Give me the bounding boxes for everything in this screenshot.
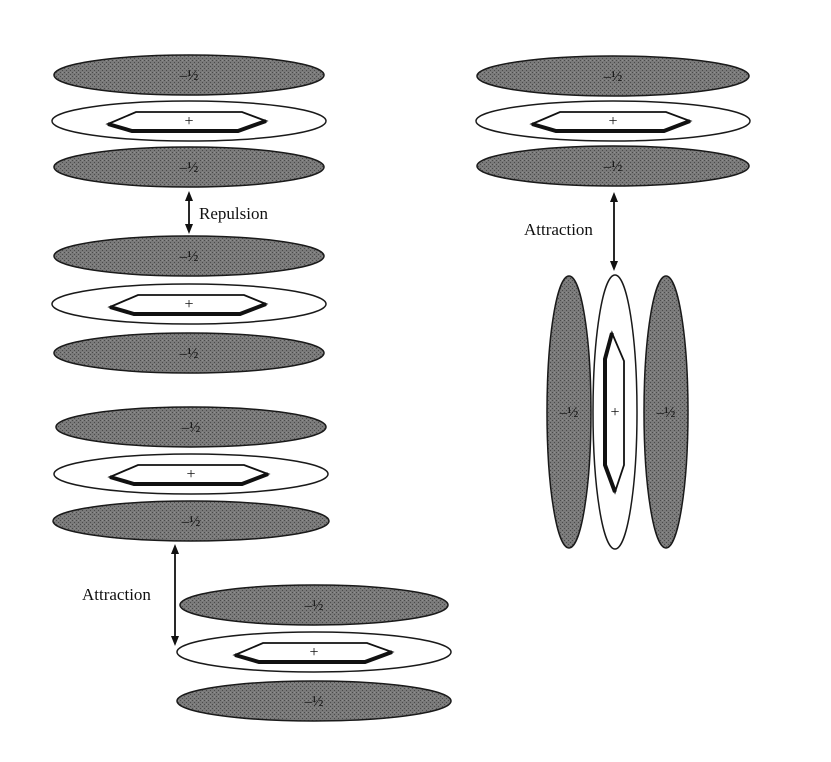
- pi-lobe-right: [643, 275, 689, 549]
- ring-edge-shadow: [234, 650, 393, 664]
- pi-lobe-left: [546, 275, 592, 549]
- ring-edge-shadow: [109, 472, 269, 486]
- pi-lobe-lower: [476, 145, 750, 187]
- pi-lobe-upper: [53, 54, 325, 96]
- repulsion-arrow-group: Repulsion: [185, 191, 268, 234]
- stack-t-top: –½ + –½: [475, 55, 751, 187]
- lobe-charge-label: –½: [179, 68, 199, 84]
- lobe-charge-label: –½: [656, 405, 676, 421]
- stack-offset-bottom: –½ + –½: [176, 584, 452, 722]
- lobe-charge-label: –½: [179, 249, 199, 265]
- stack-t-vertical: –½ + –½: [546, 274, 689, 550]
- lobe-charge-label: –½: [304, 598, 324, 614]
- ring-edge-shadow: [107, 119, 267, 133]
- ring-edge-shadow: [109, 302, 267, 316]
- lobe-charge-label: –½: [304, 694, 324, 710]
- pi-lobe-upper: [179, 584, 449, 626]
- pi-lobe-lower: [176, 680, 452, 722]
- pi-lobe-lower: [53, 332, 325, 374]
- pi-lobe-upper: [53, 235, 325, 277]
- lobe-charge-label: –½: [179, 160, 199, 176]
- ring-charge-label: +: [309, 644, 318, 661]
- pi-lobe-lower: [52, 500, 330, 542]
- lobe-charge-label: –½: [559, 405, 579, 421]
- lobe-charge-label: –½: [603, 69, 623, 85]
- pi-lobe-lower: [53, 146, 325, 188]
- lobe-charge-label: –½: [179, 346, 199, 362]
- repulsion-label: Repulsion: [199, 204, 268, 223]
- ring-edge-shadow: [531, 119, 691, 133]
- attraction-t-arrow-group: Attraction: [524, 192, 618, 271]
- lobe-charge-label: –½: [181, 514, 201, 530]
- stack-repulsion-top: –½ + –½: [51, 54, 327, 188]
- attraction-t-label: Attraction: [524, 220, 593, 239]
- lobe-charge-label: –½: [603, 159, 623, 175]
- stack-offset-top: –½ + –½: [52, 406, 330, 542]
- pi-lobe-upper: [476, 55, 750, 97]
- ring-edge-shadow: [603, 332, 617, 493]
- pi-lobe-upper: [55, 406, 327, 448]
- ring-charge-label: +: [608, 113, 617, 130]
- lobe-charge-label: –½: [181, 420, 201, 436]
- ring-charge-label: +: [184, 113, 193, 130]
- attraction-offset-label: Attraction: [82, 585, 151, 604]
- ring-charge-label: +: [186, 466, 195, 483]
- attraction-offset-arrow-group: Attraction: [82, 544, 179, 646]
- ring-charge-label: +: [184, 296, 193, 313]
- ring-charge-label: +: [610, 404, 619, 421]
- stack-repulsion-bottom: –½ + –½: [51, 235, 327, 374]
